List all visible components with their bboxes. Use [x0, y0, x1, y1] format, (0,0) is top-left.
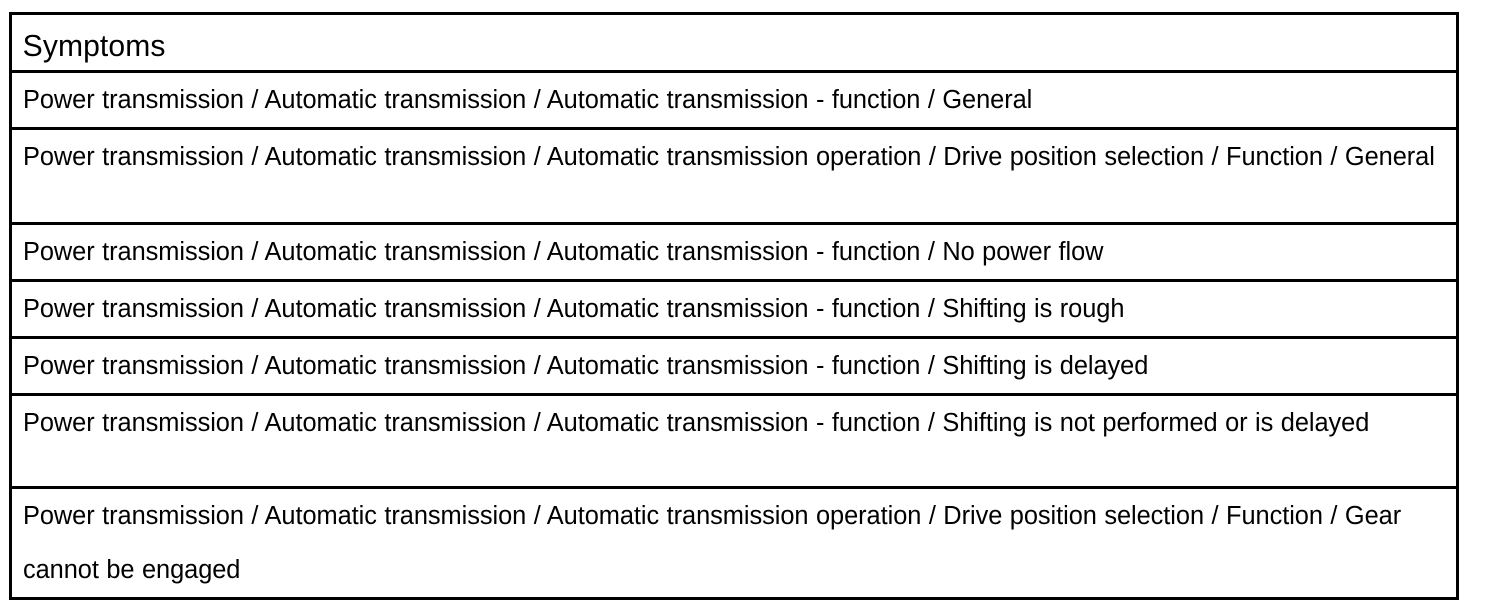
table-row: Power transmission / Automatic transmiss…: [10, 487, 1458, 599]
symptom-text: Power transmission / Automatic transmiss…: [22, 86, 1033, 114]
table-header-row: Symptoms: [10, 13, 1458, 73]
symptom-cell: Power transmission / Automatic transmiss…: [10, 128, 1458, 225]
symptom-cell: Power transmission / Automatic transmiss…: [10, 71, 1458, 130]
symptom-cell: Power transmission / Automatic transmiss…: [10, 394, 1458, 489]
symptom-cell: Power transmission / Automatic transmiss…: [10, 337, 1458, 396]
table-row: Power transmission / Automatic transmiss…: [10, 128, 1458, 225]
column-header-label: Symptoms: [22, 28, 166, 63]
table-row: Power transmission / Automatic transmiss…: [10, 394, 1458, 489]
symptom-cell: Power transmission / Automatic transmiss…: [10, 280, 1458, 339]
symptom-text: Power transmission / Automatic transmiss…: [22, 295, 1125, 323]
symptom-text: Power transmission / Automatic transmiss…: [22, 502, 1402, 584]
table-body: Power transmission / Automatic transmiss…: [10, 71, 1458, 599]
table-row: Power transmission / Automatic transmiss…: [10, 71, 1458, 130]
table-row: Power transmission / Automatic transmiss…: [10, 280, 1458, 339]
symptom-text: Power transmission / Automatic transmiss…: [22, 143, 1435, 171]
table-row: Power transmission / Automatic transmiss…: [10, 337, 1458, 396]
column-header-symptoms: Symptoms: [10, 13, 1458, 73]
symptom-text: Power transmission / Automatic transmiss…: [22, 352, 1149, 380]
symptom-text: Power transmission / Automatic transmiss…: [22, 409, 1370, 437]
table-header: Symptoms: [10, 13, 1458, 73]
symptoms-table: Symptoms Power transmission / Automatic …: [9, 12, 1459, 600]
symptom-text: Power transmission / Automatic transmiss…: [22, 238, 1104, 266]
symptom-cell: Power transmission / Automatic transmiss…: [10, 487, 1458, 599]
table-row: Power transmission / Automatic transmiss…: [10, 223, 1458, 282]
symptom-cell: Power transmission / Automatic transmiss…: [10, 223, 1458, 282]
